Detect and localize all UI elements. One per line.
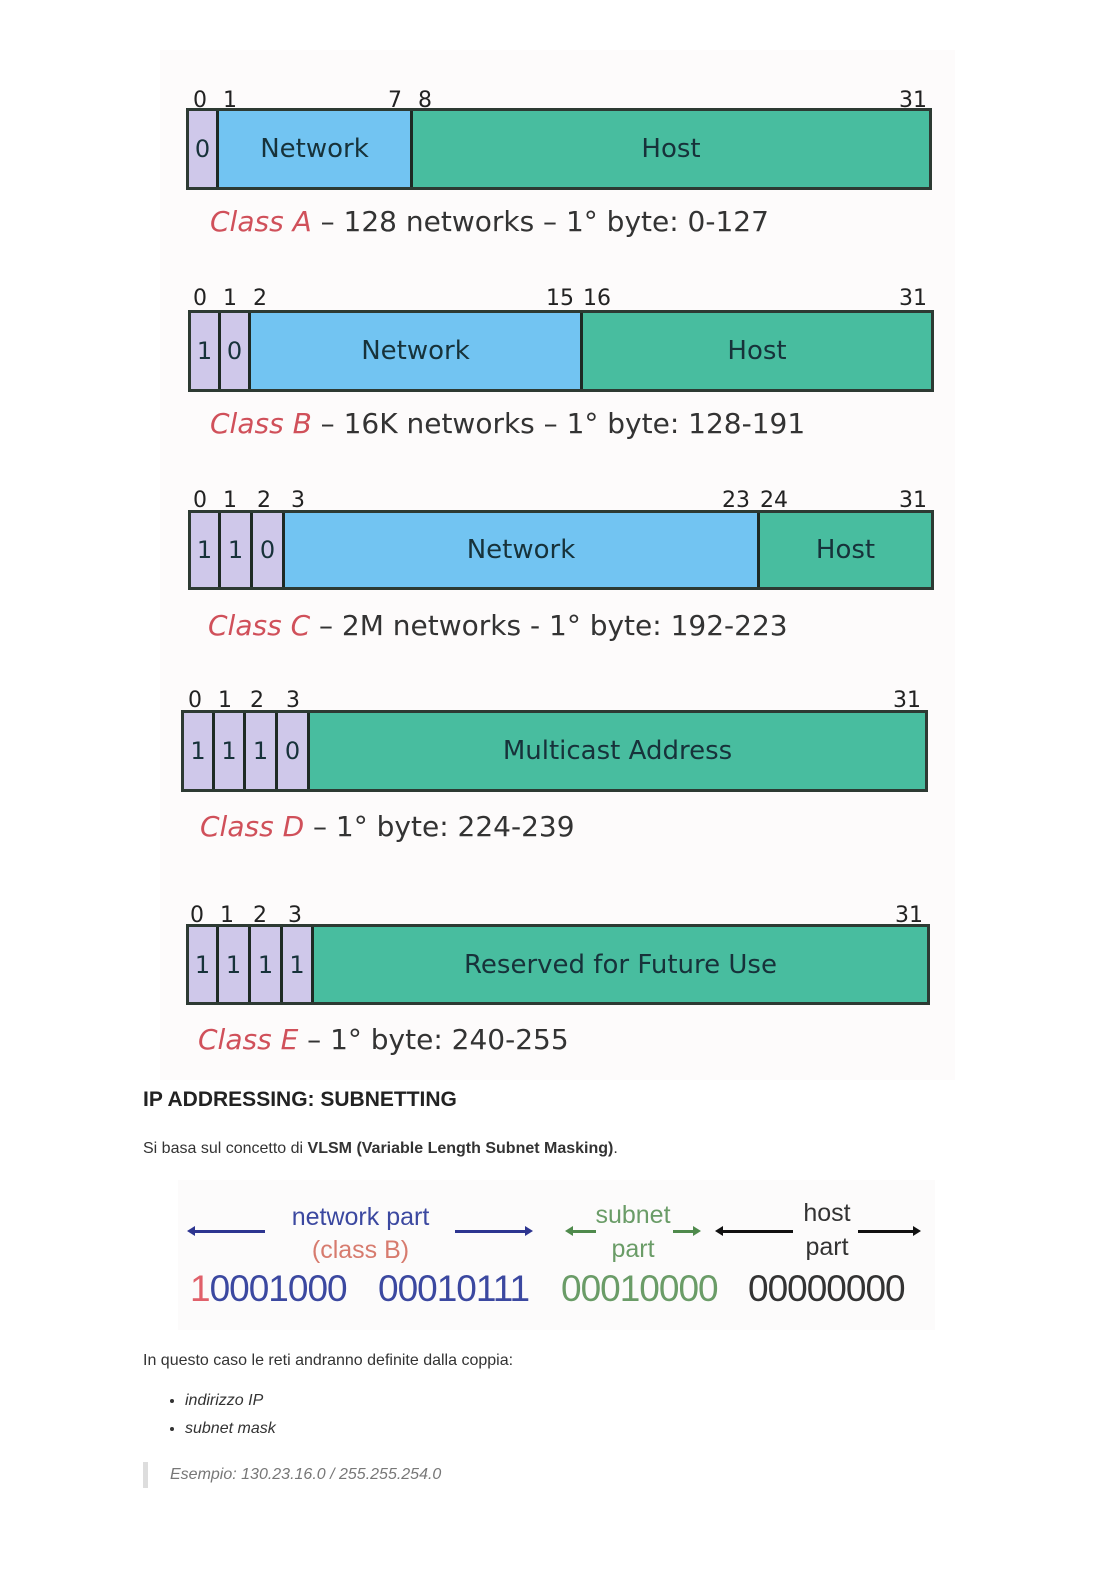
class-description: – 1° byte: 224-239 [304,810,575,843]
host-field: Host [413,111,929,187]
byte-1: 10001000 [190,1268,348,1310]
bit-index-label: 2 [257,488,271,513]
arrow-left-icon [565,1226,596,1236]
bit-index-label: 1 [223,286,237,311]
prefix-bit-cell: 1 [191,313,221,389]
subnet-label: subnet [595,1201,671,1229]
prefix-bit-cell: 1 [189,927,219,1002]
bit-index-label: 31 [895,903,923,928]
bit-index-label: 3 [286,688,300,713]
bit-index-label: 8 [418,88,432,113]
bit-index-label: 0 [193,286,207,311]
byte-4: 00000000 [748,1268,906,1309]
class-name: Class C [208,609,311,642]
class-name: Class D [200,810,305,843]
bit-index-label: 24 [760,488,788,513]
intro-text: Si basa sul concetto di [143,1140,308,1157]
prefix-bit-cell: 1 [191,513,221,587]
arrow-right-icon [455,1226,533,1236]
class-name: Class A [210,205,312,238]
prefix-bit-cell: 1 [251,927,283,1002]
prefix-bit-cell: 1 [184,713,215,789]
bit-index-label: 16 [583,286,611,311]
bit-index-label: 1 [220,903,234,928]
bit-index-label: 1 [223,88,237,113]
class-caption: Class B – 16K networks – 1° byte: 128-19… [210,407,805,440]
bit-index-label: 31 [899,488,927,513]
bit-index-label: 0 [193,488,207,513]
bit-index-label: 2 [250,688,264,713]
prefix-bit-cell: 0 [253,513,285,587]
subnet-figure: network part (class B) subnet part host … [178,1180,935,1330]
example-blockquote: Esempio: 130.23.16.0 / 255.255.254.0 [143,1462,441,1488]
prefix-bit-cell: 0 [221,313,251,389]
bit-index-label: 0 [193,88,207,113]
prefix-bit-cell: 0 [278,713,310,789]
prefix-bit-cell: 0 [189,111,219,187]
bit-index-label: 0 [188,688,202,713]
network-part-label: network part [291,1203,430,1231]
bit-index-label: 23 [722,488,750,513]
bullet-list: indirizzo IP subnet mask [143,1392,276,1448]
prefix-bit-cell: 1 [246,713,278,789]
class-name: Class B [210,407,312,440]
class-caption: Class C – 2M networks - 1° byte: 192-223 [208,609,788,642]
class-b-label: (class B) [311,1236,410,1264]
bit-index-label: 15 [546,286,574,311]
prefix-bit-cell: 1 [221,513,253,587]
class-caption: Class A – 128 networks – 1° byte: 0-127 [210,205,769,238]
bit-index-label: 3 [288,903,302,928]
network-field: Network [251,313,583,389]
bit-index-label: 1 [223,488,237,513]
network-field: Network [219,111,413,187]
bit-index-label: 3 [291,488,305,513]
prefix-bit-cell: 1 [283,927,314,1002]
intro-paragraph: Si basa sul concetto di VLSM (Variable L… [143,1140,618,1158]
bit-index-label: 7 [388,88,402,113]
pair-paragraph: In questo caso le reti andranno definite… [143,1352,514,1369]
class-description: – 1° byte: 240-255 [298,1023,569,1056]
arrow-left-icon [187,1226,265,1236]
list-item: indirizzo IP [185,1392,276,1420]
byte-3: 00010000 [561,1268,719,1309]
arrow-left-icon [715,1226,793,1236]
host-field: Multicast Address [310,713,925,789]
bit-index-label: 2 [253,286,267,311]
byte-1-rest: 0001000 [209,1268,348,1309]
prefix-bit-cell: 1 [219,927,251,1002]
class-description: – 128 networks – 1° byte: 0-127 [311,205,769,238]
subnet-part-label: part [611,1235,655,1263]
prefix-bit-cell: 1 [215,713,246,789]
first-bit: 1 [190,1268,211,1309]
class-caption: Class D – 1° byte: 224-239 [200,810,575,843]
host-label: host [803,1199,851,1227]
network-field: Network [285,513,760,587]
list-item: subnet mask [185,1420,276,1448]
class-caption: Class E – 1° byte: 240-255 [198,1023,569,1056]
bit-index-label: 0 [190,903,204,928]
arrow-right-icon [673,1226,701,1236]
class-description: – 2M networks - 1° byte: 192-223 [310,609,788,642]
bit-index-label: 1 [218,688,232,713]
bit-index-label: 31 [899,286,927,311]
bit-index-label: 2 [253,903,267,928]
host-part-label: part [805,1233,849,1261]
bit-index-label: 31 [893,688,921,713]
host-field: Host [760,513,931,587]
host-field: Host [583,313,931,389]
host-field: Reserved for Future Use [314,927,927,1002]
section-heading: IP ADDRESSING: SUBNETTING [143,1088,457,1111]
arrow-right-icon [858,1226,921,1236]
byte-2: 00010111 [378,1268,530,1309]
class-name: Class E [198,1023,299,1056]
vlsm-term: VLSM (Variable Length Subnet Masking) [307,1140,614,1157]
intro-suffix: . [613,1140,618,1157]
class-description: – 16K networks – 1° byte: 128-191 [311,407,806,440]
